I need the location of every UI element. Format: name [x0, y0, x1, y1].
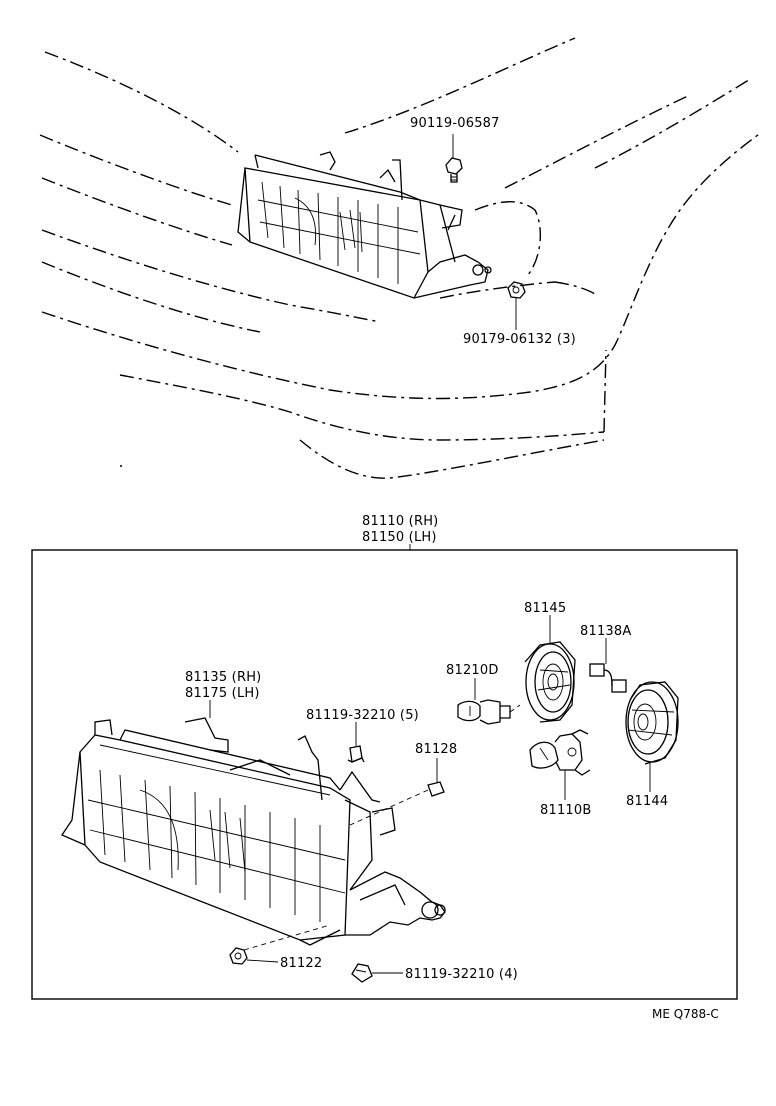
label-81110b: 81110B: [540, 803, 591, 818]
label-81135-rh: 81135 (RH): [185, 670, 261, 685]
nut-81122: [229, 924, 331, 965]
bulb-81110b: [529, 729, 591, 800]
clip-81119-32210-5: [347, 722, 365, 763]
clip-81119-32210-4: [351, 963, 403, 983]
bulb-81210d: [457, 678, 521, 725]
cover-81145: [524, 615, 576, 723]
vehicle-body-outline: [39, 37, 763, 479]
figure-code: ME Q788-C: [652, 1007, 719, 1021]
nut-90179-06132: [507, 281, 526, 330]
label-81119-32210-5: 81119-32210 (5): [306, 708, 419, 723]
part-81128: [349, 758, 445, 826]
label-81119-32210-4: 81119-32210 (4): [405, 967, 518, 982]
headlamp-unit: [61, 717, 446, 946]
assembly-frame: [31, 549, 738, 1000]
socket-81144: [625, 681, 679, 792]
label-81128: 81128: [415, 742, 457, 757]
label-81145: 81145: [524, 601, 566, 616]
label-81175-lh: 81175 (LH): [185, 686, 260, 701]
label-90179-06132: 90179-06132 (3): [463, 332, 576, 347]
stray-dot: [120, 465, 122, 467]
label-90119-06587: 90119-06587: [410, 116, 500, 131]
label-81210d: 81210D: [446, 663, 499, 678]
label-81110-rh: 81110 (RH): [362, 514, 438, 529]
label-81138a: 81138A: [580, 624, 631, 639]
bolt-90119-06587: [445, 134, 463, 183]
label-81150-lh: 81150 (LH): [362, 530, 437, 545]
label-81144: 81144: [626, 794, 668, 809]
connector-81138a: [589, 638, 627, 693]
label-81122: 81122: [280, 956, 322, 971]
installed-headlamp: [237, 151, 492, 299]
